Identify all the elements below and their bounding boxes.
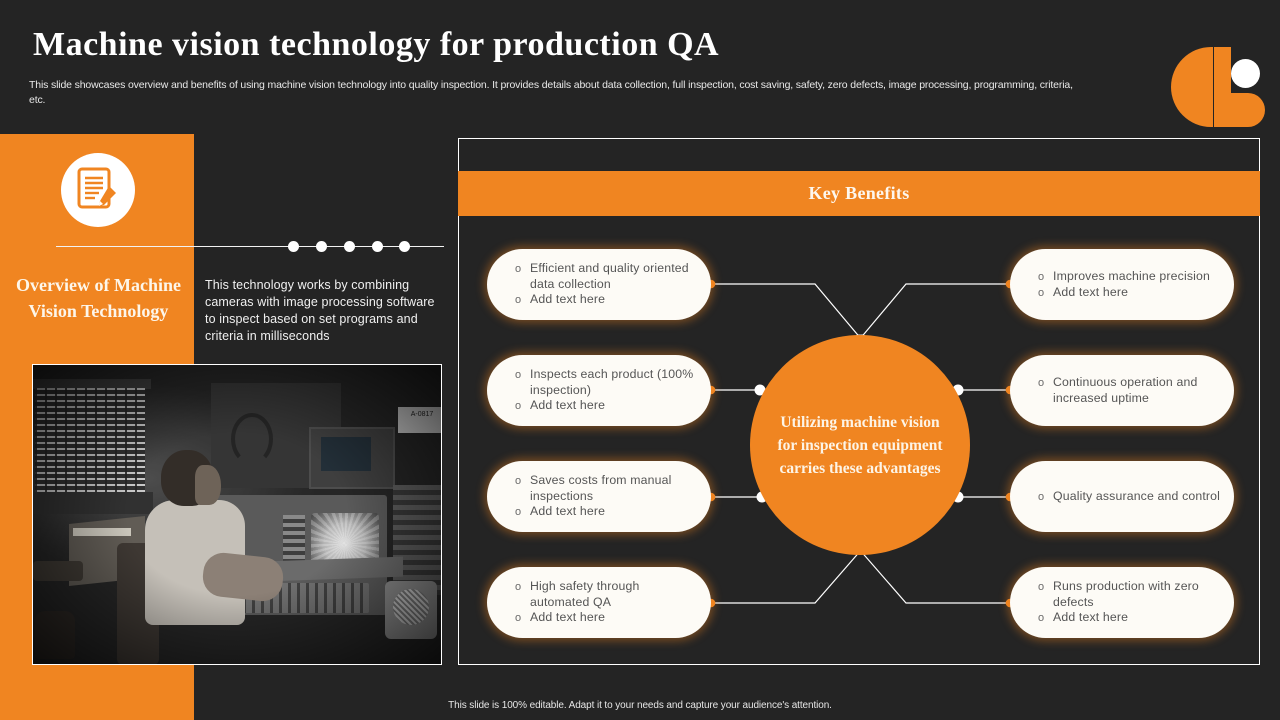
benefit-pill-continuous-operation[interactable]: o Continuous operation and increased upti… <box>1010 355 1234 426</box>
timeline-dots <box>288 241 410 252</box>
overview-icon-badge <box>61 153 135 227</box>
overview-body-text: This technology works by combining camer… <box>205 278 435 343</box>
pill-content: o Inspects each product (100% inspection)… <box>487 367 711 414</box>
bullet-marker: o <box>515 369 522 381</box>
pill-line: High safety through automated QA <box>530 579 640 609</box>
bullet-marker: o <box>515 612 522 624</box>
benefit-pill-efficient-data-collection[interactable]: o Efficient and quality oriented data col… <box>487 249 711 320</box>
pill-line: Add text here <box>530 292 606 306</box>
timeline-rule <box>56 246 444 247</box>
overview-title: Overview of Machine Vision Technology <box>16 275 181 321</box>
page-title: Machine vision technology for production… <box>33 26 720 63</box>
bullet-marker: o <box>515 400 522 412</box>
pill-line: Inspects each product (100% inspection) <box>530 367 694 397</box>
pill-line: Efficient and quality oriented data coll… <box>530 261 689 291</box>
center-hub: Utilizing machine vision for inspection … <box>750 335 970 555</box>
pill-line: Add text here <box>1053 610 1129 624</box>
key-benefits-header-label: Key Benefits <box>808 183 910 203</box>
pill-line: Add text here <box>1053 284 1129 299</box>
bullet-marker: o <box>515 475 522 487</box>
overview-photo: A-0817 <box>32 364 442 665</box>
brand-logo-icon <box>1171 47 1265 127</box>
pill-line: Saves costs from manual inspections <box>530 473 672 503</box>
logo-bar-shape <box>1214 47 1231 127</box>
bullet-marker: o <box>1038 377 1045 389</box>
pill-content: o Efficient and quality oriented data col… <box>487 261 711 308</box>
pill-line: Add text here <box>530 398 606 412</box>
bullet-marker: o <box>1038 270 1045 283</box>
pill-content: o Quality assurance and control <box>1010 489 1234 505</box>
page-subtitle: This slide showcases overview and benefi… <box>29 79 1073 106</box>
document-edit-icon <box>77 167 116 209</box>
pill-line: Continuous operation and increased uptim… <box>1053 375 1198 405</box>
benefit-pill-quality-assurance[interactable]: o Quality assurance and control <box>1010 461 1234 532</box>
pill-line: Improves machine precision <box>1053 268 1210 283</box>
center-hub-label: Utilizing machine vision for inspection … <box>777 413 943 477</box>
pill-line: Runs production with zero defects <box>1053 579 1199 609</box>
bullet-marker: o <box>515 263 522 275</box>
bullet-marker: o <box>515 506 522 518</box>
logo-quarter-circle-shape <box>1231 93 1265 127</box>
bullet-marker: o <box>1038 286 1045 299</box>
pill-line: Add text here <box>530 504 606 518</box>
logo-dot-shape <box>1231 59 1260 88</box>
key-benefits-header: Key Benefits <box>458 171 1260 216</box>
bullet-marker: o <box>515 294 522 306</box>
bullet-marker: o <box>1038 581 1045 593</box>
slide-header: Machine vision technology for production… <box>0 0 1280 134</box>
logo-half-circle-shape <box>1171 47 1213 127</box>
footer-note: This slide is 100% editable. Adapt it to… <box>448 700 832 711</box>
bullet-marker: o <box>515 581 522 593</box>
benefit-pill-inspects-each-product[interactable]: o Inspects each product (100% inspection)… <box>487 355 711 426</box>
bullet-marker: o <box>1038 490 1045 503</box>
bullet-marker: o <box>1038 612 1045 624</box>
pill-line: Add text here <box>530 610 606 624</box>
pill-content: o Continuous operation and increased upti… <box>1010 375 1234 406</box>
pill-line: Quality assurance and control <box>1053 488 1221 503</box>
